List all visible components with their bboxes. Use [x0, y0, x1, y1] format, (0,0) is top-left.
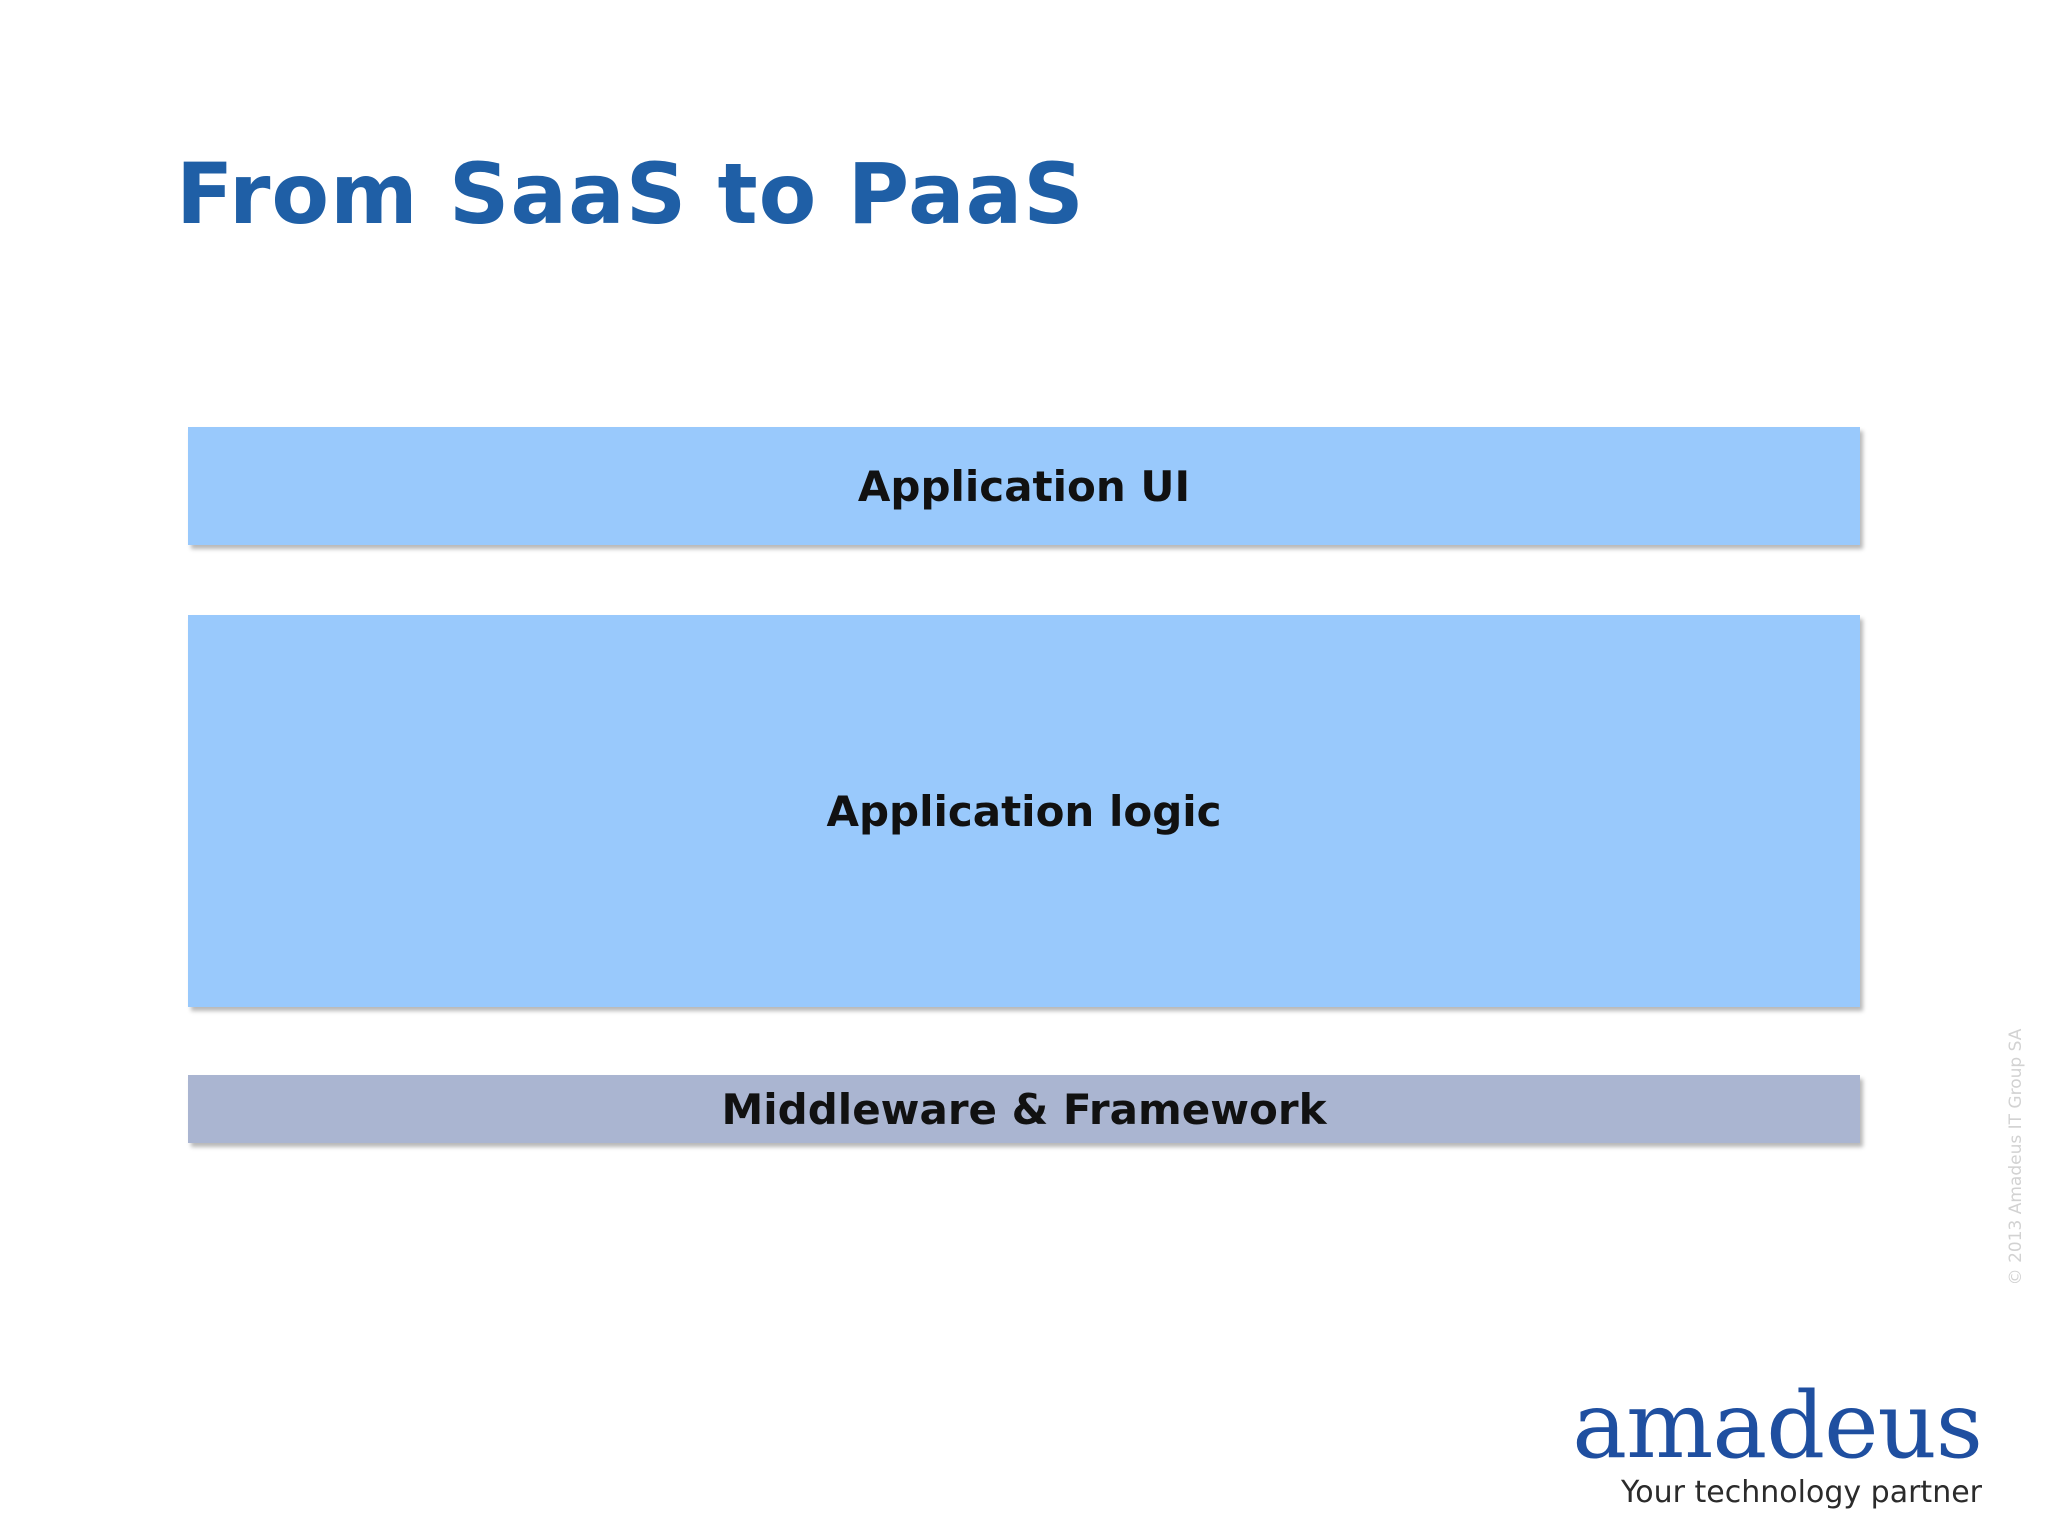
application-logic-label: Application logic [826, 786, 1222, 836]
logo-tagline: Your technology partner [1620, 1475, 1982, 1510]
copyright-notice: © 2013 Amadeus IT Group SA [2006, 1028, 2026, 1286]
amadeus-logo: amadeus Your technology partner [1572, 1372, 1983, 1510]
logo-wordmark: amadeus [1572, 1372, 1983, 1479]
application-logic-layer: Application logic [188, 615, 1860, 1007]
middleware-framework-layer: Middleware & Framework [188, 1075, 1860, 1143]
application-ui-label: Application UI [857, 461, 1191, 511]
slide-title: From SaaS to PaaS [176, 145, 1085, 243]
application-ui-layer: Application UI [188, 427, 1860, 545]
middleware-framework-label: Middleware & Framework [721, 1084, 1327, 1134]
